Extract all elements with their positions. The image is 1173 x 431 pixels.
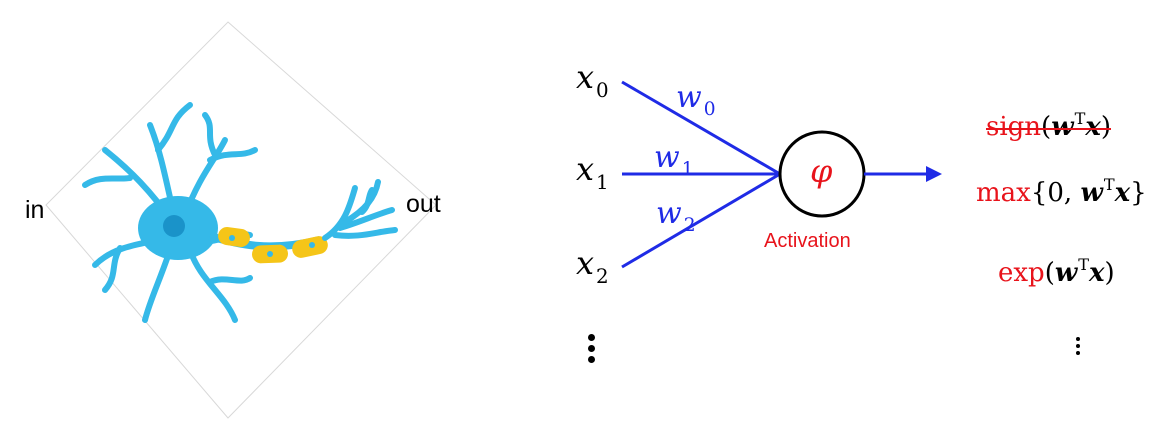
weight-w1-var: w (654, 140, 680, 175)
perceptron-edges (621, 80, 942, 269)
neuron-illustration (45, 21, 437, 419)
node-symbol-phi: φ (810, 152, 832, 190)
activation-sign: sign(wTx) (986, 108, 1112, 142)
strikethrough-line (986, 128, 1112, 130)
edge-x2 (621, 172, 781, 269)
diamond-frame (45, 21, 437, 419)
sign-x: x (1085, 112, 1101, 142)
input-x2-sub: 2 (596, 264, 609, 288)
out-label: out (406, 190, 441, 218)
input-x0-sub: 0 (596, 78, 609, 102)
sign-w: w (1051, 112, 1074, 142)
sign-fn: sign (986, 112, 1042, 142)
output-arrowhead (926, 166, 942, 182)
input-x1-sub: 1 (596, 170, 609, 194)
nucleus (163, 215, 185, 237)
max-fn: max (976, 178, 1031, 208)
weight-w2-var: w (656, 196, 682, 231)
weight-w1-sub: 1 (681, 159, 694, 181)
activation-label: Activation (764, 230, 851, 252)
exp-fn: exp (998, 258, 1045, 288)
input-x0-var: x (576, 58, 595, 96)
max-transpose: T (1103, 174, 1115, 194)
weight-w0-sub: 0 (703, 99, 716, 121)
node-symbol-text: φ (810, 152, 833, 190)
exp-w: w (1054, 258, 1078, 288)
max-close: } (1130, 178, 1147, 208)
max-x: x (1114, 178, 1131, 208)
max-open: {0, (1030, 178, 1081, 208)
activation-max: max{0, wTx} (976, 174, 1147, 208)
input-x2-var: x (576, 244, 595, 282)
weight-w0-var: w (676, 80, 702, 115)
input-x1-var: x (576, 150, 595, 188)
myelin-sheath (218, 227, 328, 264)
exp-transpose: T (1078, 254, 1089, 274)
input-ellipsis (588, 334, 595, 363)
sign-transpose: T (1074, 108, 1086, 128)
edge-x0 (621, 80, 781, 176)
exp-open: ( (1044, 258, 1055, 288)
max-w: w (1080, 178, 1103, 208)
activation-exp: exp(wTx) (998, 254, 1115, 288)
activation-ellipsis (1076, 337, 1080, 355)
sign-open: ( (1041, 112, 1052, 142)
exp-close: ) (1104, 258, 1115, 288)
axon-terminals (322, 179, 398, 241)
sign-close: ) (1100, 112, 1112, 142)
in-label: in (25, 196, 45, 224)
exp-x: x (1089, 258, 1105, 288)
weight-w2-sub: 2 (683, 215, 696, 237)
